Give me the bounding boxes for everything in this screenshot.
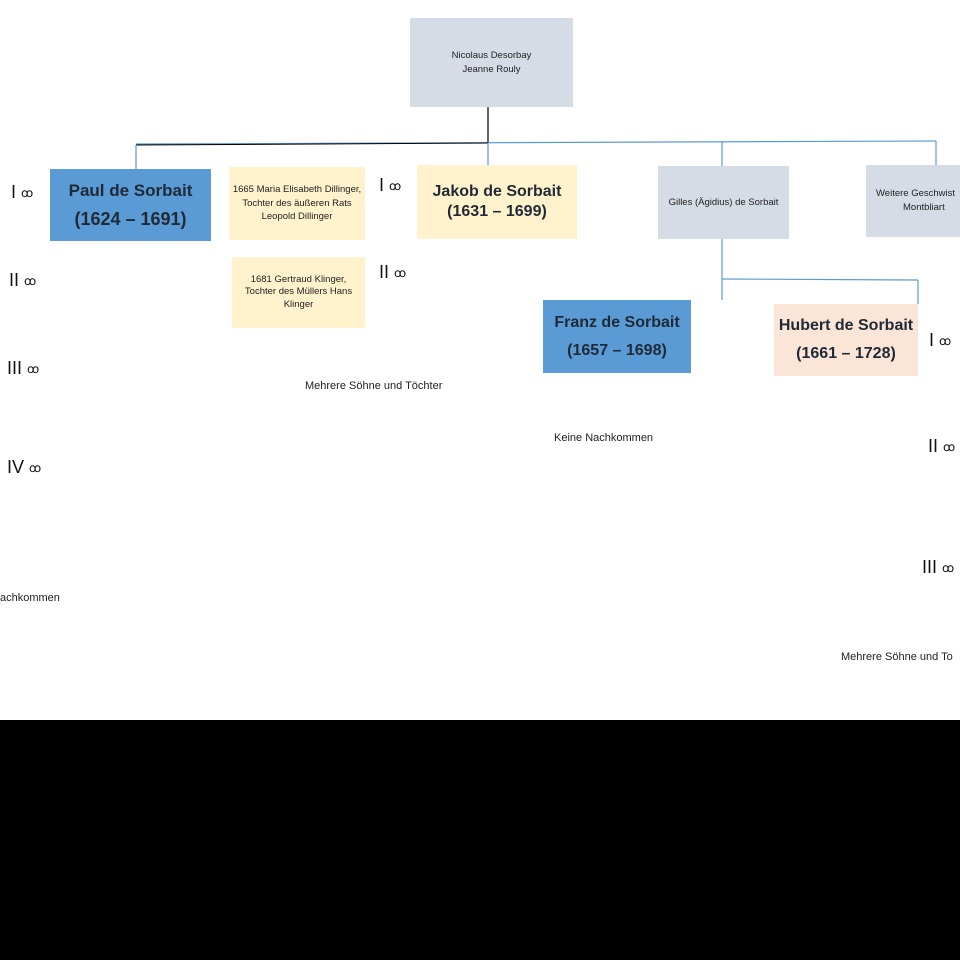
spouse-paul-2-line-3: Klinger	[283, 298, 314, 310]
generation-line-dark	[135, 142, 489, 146]
rings-icon: ꝏ	[942, 560, 954, 575]
jakob-years: (1631 – 1699)	[447, 203, 547, 220]
generation-line	[135, 140, 937, 145]
siblings-line-2: Montbliart	[903, 202, 945, 213]
root-line-2: Jeanne Rouly	[462, 63, 521, 75]
note-jakob-children: Mehrere Söhne und Töchter	[305, 380, 443, 392]
note-hubert-children: Mehrere Söhne und To	[841, 651, 953, 663]
rings-icon: ꝏ	[29, 460, 41, 475]
spouse-paul-1-line-2: Tochter des äußeren Rats	[242, 197, 352, 209]
node-hubert: Hubert de Sorbait (1661 – 1728)	[774, 304, 918, 376]
spouse-paul-1-line-1: 1665 Maria Elisabeth Dillinger,	[232, 183, 362, 195]
family-tree-canvas: Nicolaus Desorbay Jeanne Rouly Paul de S…	[0, 0, 960, 720]
spouse-paul-1-line-3: Leopold Dillinger	[261, 211, 333, 223]
rings-icon: ꝏ	[943, 439, 955, 454]
rings-icon: ꝏ	[24, 273, 36, 288]
spouse-paul-2: 1681 Gertraud Klinger, Tochter des Mülle…	[232, 257, 365, 328]
root-node: Nicolaus Desorbay Jeanne Rouly	[410, 18, 573, 107]
jakob-name: Jakob de Sorbait	[432, 183, 562, 200]
spouse-paul-2-line-1: 1681 Gertraud Klinger,	[250, 273, 347, 285]
node-gilles: Gilles (Ägidius) de Sorbait	[658, 166, 789, 239]
note-paul-children: achkommen	[0, 592, 60, 604]
tree-connectors	[135, 107, 937, 304]
gilles-label: Gilles (Ägidius) de Sorbait	[668, 196, 779, 208]
rings-icon: ꝏ	[21, 185, 33, 200]
franz-name: Franz de Sorbait	[554, 313, 680, 331]
paul-name: Paul de Sorbait	[68, 180, 193, 200]
hubert-years: (1661 – 1728)	[796, 345, 896, 362]
note-franz-children: Keine Nachkommen	[554, 432, 654, 444]
rings-icon: ꝏ	[27, 361, 39, 376]
gilles-children-line	[721, 278, 919, 281]
node-siblings: Weitere Geschwist Montbliart	[866, 165, 960, 237]
node-paul: Paul de Sorbait (1624 – 1691)	[50, 169, 211, 241]
node-franz: Franz de Sorbait (1657 – 1698)	[543, 300, 691, 373]
rings-icon: ꝏ	[394, 265, 406, 280]
hubert-name: Hubert de Sorbait	[778, 317, 914, 334]
spouse-paul-2-line-2: Tochter des Müllers Hans	[244, 286, 353, 298]
franz-years: (1657 – 1698)	[567, 341, 667, 359]
paul-years: (1624 – 1691)	[74, 208, 187, 229]
node-jakob: Jakob de Sorbait (1631 – 1699)	[417, 165, 577, 239]
spouse-paul-1: 1665 Maria Elisabeth Dillinger, Tochter …	[229, 167, 365, 240]
rings-icon: ꝏ	[939, 333, 951, 348]
siblings-line-1: Weitere Geschwist	[876, 188, 956, 200]
root-line-1: Nicolaus Desorbay	[451, 49, 532, 61]
rings-icon: ꝏ	[389, 178, 401, 193]
